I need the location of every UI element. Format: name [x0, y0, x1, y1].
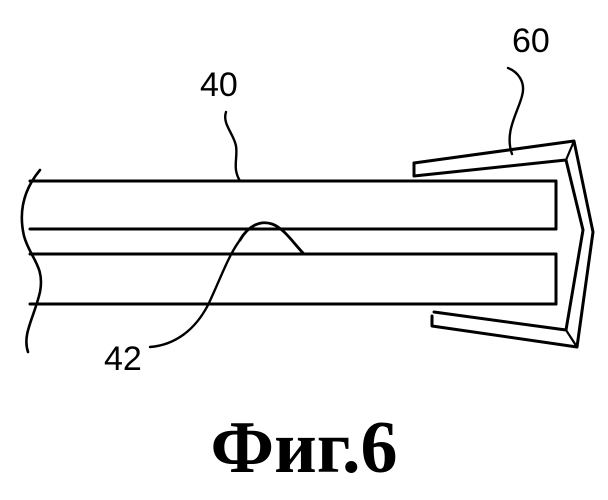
upper-layer: [30, 181, 556, 229]
reference-label-40: 40: [200, 66, 238, 104]
left-break-line: [22, 170, 41, 352]
leader-line-60: [508, 68, 523, 154]
bump-feature: [240, 223, 304, 254]
end-cap: [414, 141, 593, 347]
figure-caption: Фиг.6: [0, 408, 608, 488]
leader-line-40: [225, 112, 240, 181]
reference-label-42: 42: [104, 340, 142, 378]
lower-layer: [30, 254, 556, 304]
reference-label-60: 60: [512, 22, 550, 60]
leader-line-42: [150, 240, 240, 347]
